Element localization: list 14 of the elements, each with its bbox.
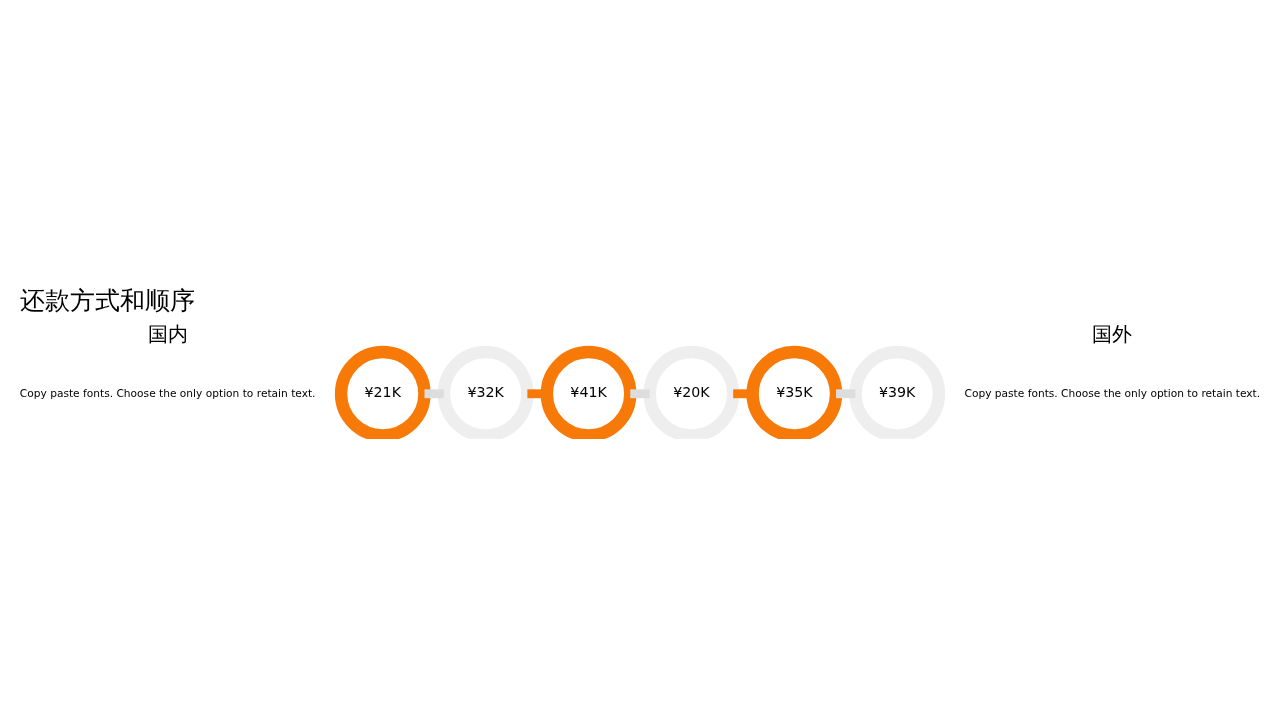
node-circle: ¥32K [437, 345, 534, 439]
connector [630, 388, 650, 398]
connector [836, 388, 856, 398]
connector [424, 388, 444, 398]
node-circle: ¥21K [334, 345, 431, 439]
node-circle: ¥35K [746, 345, 843, 439]
label: Copy paste fonts. Choose the only option to retain text. [964, 386, 1261, 400]
label: 国外 [1092, 322, 1133, 346]
diagram-title: 还款方式和顺序 [19, 285, 195, 315]
node-circle: ¥41K [540, 345, 637, 439]
node-circle: ¥20K [643, 345, 740, 439]
label: 国内 [147, 322, 188, 346]
node-circle: ¥39K [849, 345, 946, 439]
label: Copy paste fonts. Choose the only option to retain text. [19, 386, 316, 400]
